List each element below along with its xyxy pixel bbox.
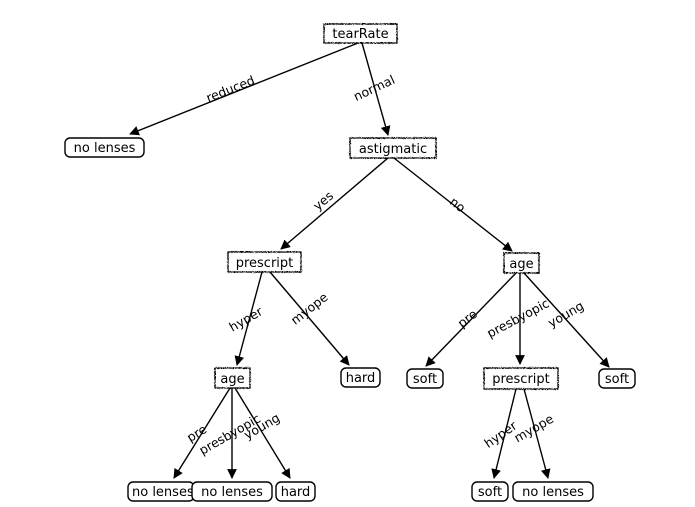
leaf-no-lenses-1: no lenses	[64, 137, 145, 158]
edge-myope-right-line	[523, 388, 551, 479]
leaf-soft-3: soft	[471, 481, 509, 502]
edge-young-left-line	[234, 387, 291, 479]
node-tearRate: tearRate	[323, 23, 398, 44]
svg-text:no lenses: no lenses	[522, 485, 584, 500]
leaf-no-lenses-4: no lenses	[512, 481, 594, 502]
edge-label-myope-right: myope	[511, 411, 556, 446]
edge-label-yes: yes	[310, 188, 336, 213]
edge-pre-left-line	[173, 387, 231, 479]
svg-text:astigmatic: astigmatic	[359, 142, 427, 157]
leaf-soft-1: soft	[406, 368, 444, 389]
leaf-hard-1: hard	[340, 367, 381, 388]
node-astigmatic: astigmatic	[349, 137, 437, 159]
svg-text:age: age	[220, 372, 244, 387]
edge-hyper-left-line	[234, 271, 263, 366]
node-prescript-right: prescript	[483, 367, 559, 390]
edge-label-normal: normal	[351, 72, 397, 104]
edge-no-line	[393, 157, 513, 252]
leaf-no-lenses-3: no lenses	[191, 481, 273, 502]
svg-text:prescript: prescript	[236, 256, 294, 271]
edge-label-presbyopic-right: presbyopic	[484, 295, 551, 340]
edge-young-right-line	[523, 272, 610, 368]
edge-label-myope-left: myope	[288, 289, 331, 327]
edge-myope-left-line	[269, 271, 350, 366]
edge-label-no: no	[447, 194, 469, 215]
svg-text:no lenses: no lenses	[74, 141, 136, 156]
svg-text:prescript: prescript	[492, 372, 550, 387]
node-age-right: age	[503, 252, 540, 274]
edge-label-reduced: reduced	[204, 72, 257, 105]
edge-pre-right-line	[425, 272, 517, 367]
leaf-soft-2: soft	[598, 368, 636, 389]
decision-nodes-layer: tearRate astigmatic prescript age age pr…	[214, 23, 559, 390]
edge-label-pre-right: pre	[455, 306, 481, 331]
edge-reduced-line	[129, 42, 359, 136]
leaf-nodes-layer: no lenses hard soft soft no lenses no le…	[64, 137, 636, 502]
node-age-left: age	[214, 367, 251, 389]
svg-text:no lenses: no lenses	[132, 485, 194, 500]
svg-text:tearRate: tearRate	[332, 27, 388, 42]
svg-text:hard: hard	[281, 485, 311, 500]
edge-normal-line	[361, 42, 391, 136]
edge-yes-line	[280, 157, 389, 250]
node-prescript-left: prescript	[227, 251, 302, 273]
svg-text:hard: hard	[346, 371, 376, 386]
svg-text:no lenses: no lenses	[201, 485, 263, 500]
leaf-hard-2: hard	[275, 481, 316, 502]
svg-text:soft: soft	[605, 372, 629, 387]
svg-text:soft: soft	[478, 485, 502, 500]
leaf-no-lenses-2: no lenses	[127, 481, 195, 502]
edge-hyper-right-line	[491, 388, 517, 479]
svg-text:soft: soft	[413, 372, 437, 387]
svg-text:age: age	[509, 257, 533, 272]
